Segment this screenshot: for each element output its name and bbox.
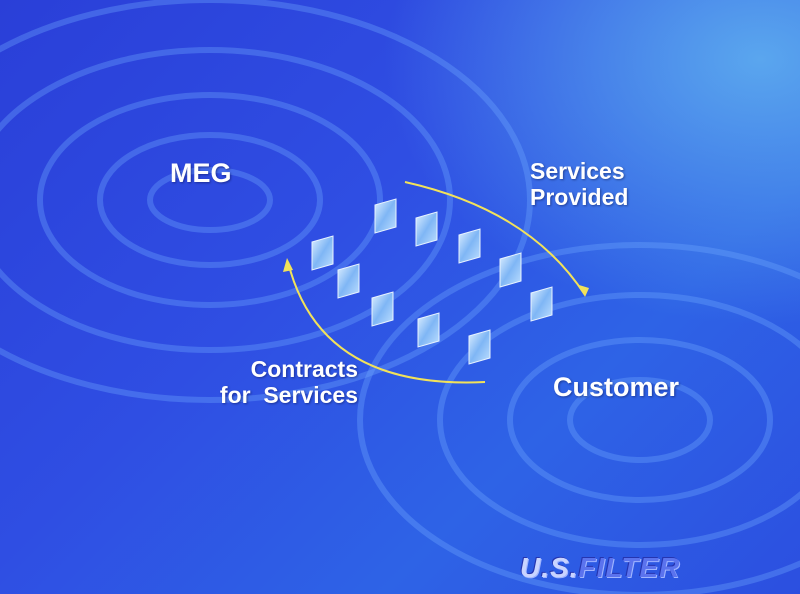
logo-filter: FILTER xyxy=(578,552,681,583)
contracts-for-services-label: Contracts for Services xyxy=(219,356,358,409)
customer-label: Customer xyxy=(553,372,680,402)
document-icon xyxy=(468,329,491,365)
document-icon xyxy=(415,211,438,247)
document-icon xyxy=(311,235,334,271)
arrowhead-icon xyxy=(283,258,293,272)
document-icon xyxy=(530,286,553,322)
contracts-arrow xyxy=(287,261,486,384)
meg-label: MEG xyxy=(170,158,232,188)
document-icon xyxy=(374,198,397,234)
document-icon xyxy=(458,228,481,264)
us-filter-logo: U.S.FILTER xyxy=(520,552,680,584)
document-icon xyxy=(337,263,360,299)
document-icon xyxy=(499,252,522,288)
document-icon xyxy=(371,291,394,327)
arrowhead-icon xyxy=(579,285,589,297)
services-provided-arrow xyxy=(404,181,586,296)
document-icon xyxy=(417,312,440,348)
logo-us: U.S. xyxy=(520,552,579,583)
services-provided-label: Services Provided xyxy=(530,158,629,211)
